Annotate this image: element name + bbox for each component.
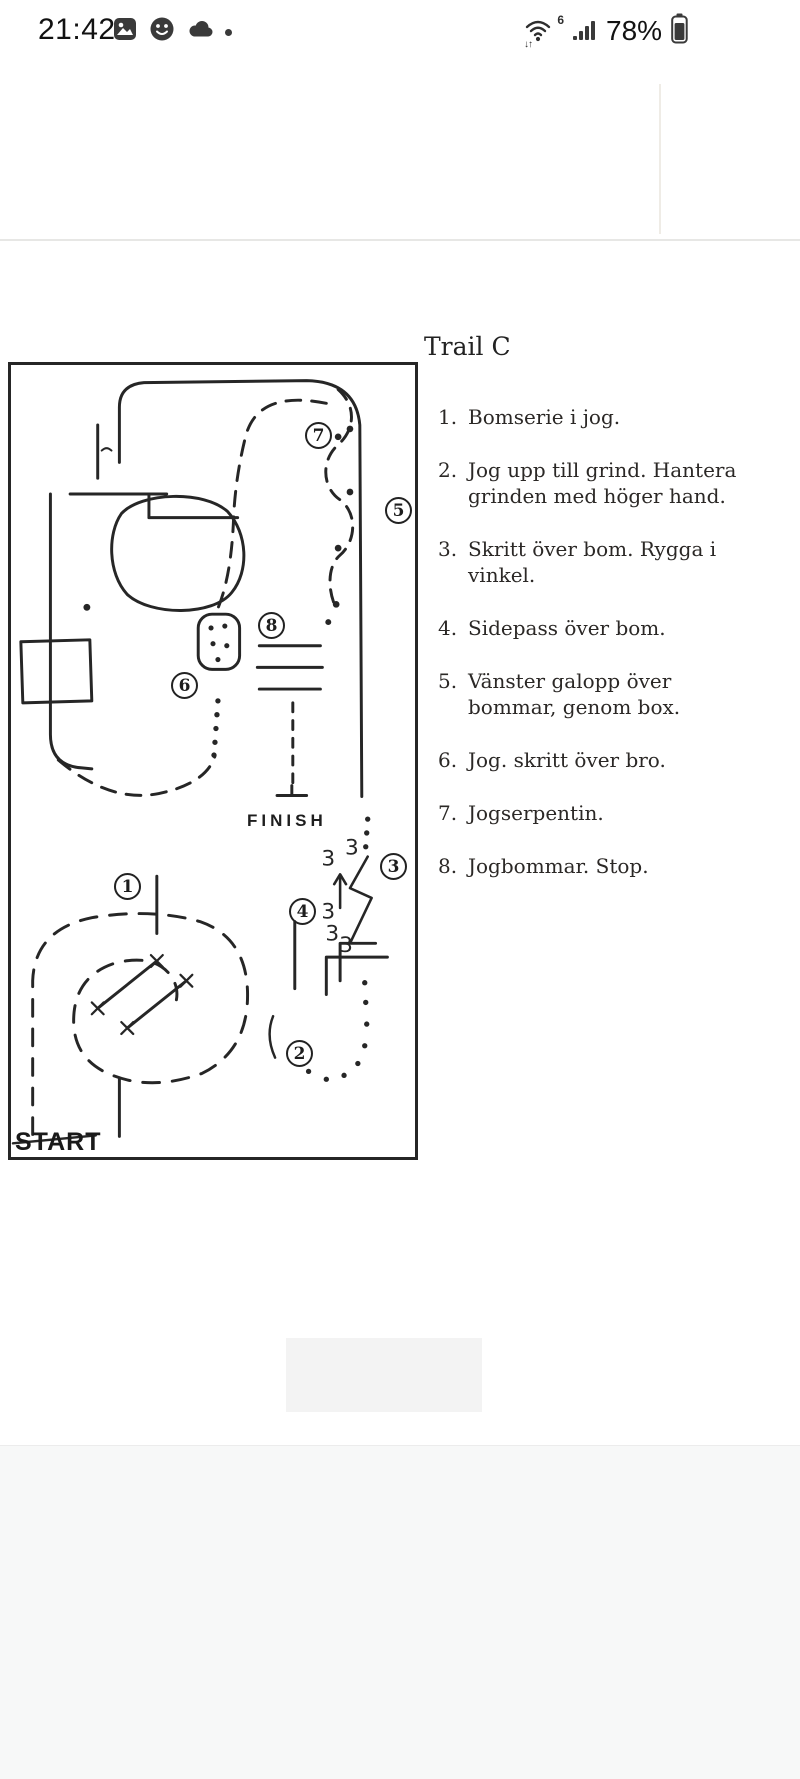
instruction-list: 1. Bomserie i jog. 2. Jog upp till grind… — [438, 404, 790, 906]
signal-strength-icon — [571, 16, 597, 47]
start-label: START — [15, 1128, 102, 1156]
station-marker-2: 2 — [286, 1040, 313, 1067]
instruction-text: Skritt över bom. Rygga i vinkel. — [468, 537, 717, 587]
instruction-number: 5. — [438, 669, 458, 693]
svg-text:3: 3 — [339, 933, 353, 958]
cross-poles — [90, 953, 194, 1036]
instruction-text: Vänster galopp över bommar, genom box. — [468, 669, 681, 719]
image-notification-icon — [112, 16, 138, 47]
instruction-item: 6. Jog. skritt över bro. — [438, 747, 790, 773]
station-marker-8: 8 — [258, 612, 285, 639]
emoji-notification-icon — [149, 16, 175, 47]
finish-label: FINISH — [247, 811, 327, 830]
instruction-item: 5. Vänster galopp över bommar, genom box… — [438, 668, 790, 720]
trail-map: 3 3 3 3 3 1 2 3 4 5 6 7 8 FINISH START — [8, 362, 418, 1160]
pole-ticks — [11, 874, 297, 1145]
dotted-path — [211, 425, 371, 1082]
wifi-standard-label: 6 — [557, 13, 564, 27]
clock-time: 21:42 — [38, 13, 116, 46]
svg-text:3: 3 — [321, 900, 335, 925]
status-bar[interactable]: 21:42 6 ↓↑ 78% — [0, 0, 800, 62]
instruction-text: Jog. skritt över bro. — [468, 748, 666, 772]
battery-percent-label: 78% — [606, 15, 663, 46]
svg-text:3: 3 — [321, 846, 335, 871]
instruction-text: Jogserpentin. — [468, 801, 604, 825]
instruction-item: 4. Sidepass över bom. — [438, 615, 790, 641]
lower-spiral-path — [31, 912, 249, 1136]
gate-structure — [68, 423, 240, 520]
document-scan[interactable]: Trail C — [0, 241, 800, 1441]
pole-mark-digits: 3 3 3 3 3 — [321, 836, 358, 959]
instruction-number: 7. — [438, 801, 458, 825]
finish-marker — [275, 701, 309, 797]
header-divider — [0, 239, 800, 241]
page-title: Trail C — [424, 332, 511, 361]
notification-dot-icon — [225, 28, 232, 36]
instruction-item: 7. Jogserpentin. — [438, 800, 790, 826]
box-square — [19, 603, 94, 705]
wifi6-icon: 6 ↓↑ — [524, 13, 564, 50]
trail-map-drawing: 3 3 3 3 3 — [11, 379, 389, 1145]
station-marker-1: 1 — [114, 873, 141, 900]
station-marker-4: 4 — [289, 898, 316, 925]
instruction-text: Sidepass över bom. — [468, 616, 666, 640]
instruction-text: Jog upp till grind. Hantera grinden med … — [468, 458, 737, 508]
station-marker-6: 6 — [171, 672, 198, 699]
instruction-text: Jogbommar. Stop. — [468, 854, 649, 878]
mound-shape — [110, 494, 246, 612]
instruction-number: 4. — [438, 616, 458, 640]
instruction-number: 8. — [438, 854, 458, 878]
zigzag-mark — [332, 855, 373, 943]
instruction-number: 1. — [438, 405, 458, 429]
instruction-text: Bomserie i jog. — [468, 405, 621, 429]
left-rail-line — [48, 492, 94, 771]
instruction-item: 2. Jog upp till grind. Hantera grinden m… — [438, 457, 790, 509]
station-marker-7: 7 — [305, 422, 332, 449]
svg-text:3: 3 — [345, 836, 359, 861]
jog-bars — [255, 619, 332, 691]
scan-artifact-block — [286, 1338, 482, 1412]
instruction-item: 8. Jogbommar. Stop. — [438, 853, 790, 879]
notification-icons — [112, 17, 232, 45]
angle-structure — [324, 941, 389, 997]
instruction-item: 3. Skritt över bom. Rygga i vinkel. — [438, 536, 790, 588]
svg-text:3: 3 — [325, 921, 339, 946]
system-status-icons: 6 ↓↑ 78% — [524, 13, 688, 50]
battery-icon — [671, 13, 688, 49]
wifi-traffic-arrows: ↓↑ — [524, 39, 533, 50]
weather-cloud-icon — [186, 18, 214, 45]
instruction-number: 6. — [438, 748, 458, 772]
gate-flag — [268, 1014, 277, 1059]
instruction-number: 2. — [438, 458, 458, 482]
instruction-number: 3. — [438, 537, 458, 561]
scan-artifact-line — [659, 84, 661, 234]
outer-track-line — [117, 379, 364, 798]
station-marker-5: 5 — [385, 497, 412, 524]
instruction-item: 1. Bomserie i jog. — [438, 404, 790, 430]
bridge-box — [196, 612, 242, 671]
navigation-bar — [0, 1445, 800, 1779]
station-marker-3: 3 — [380, 853, 407, 880]
